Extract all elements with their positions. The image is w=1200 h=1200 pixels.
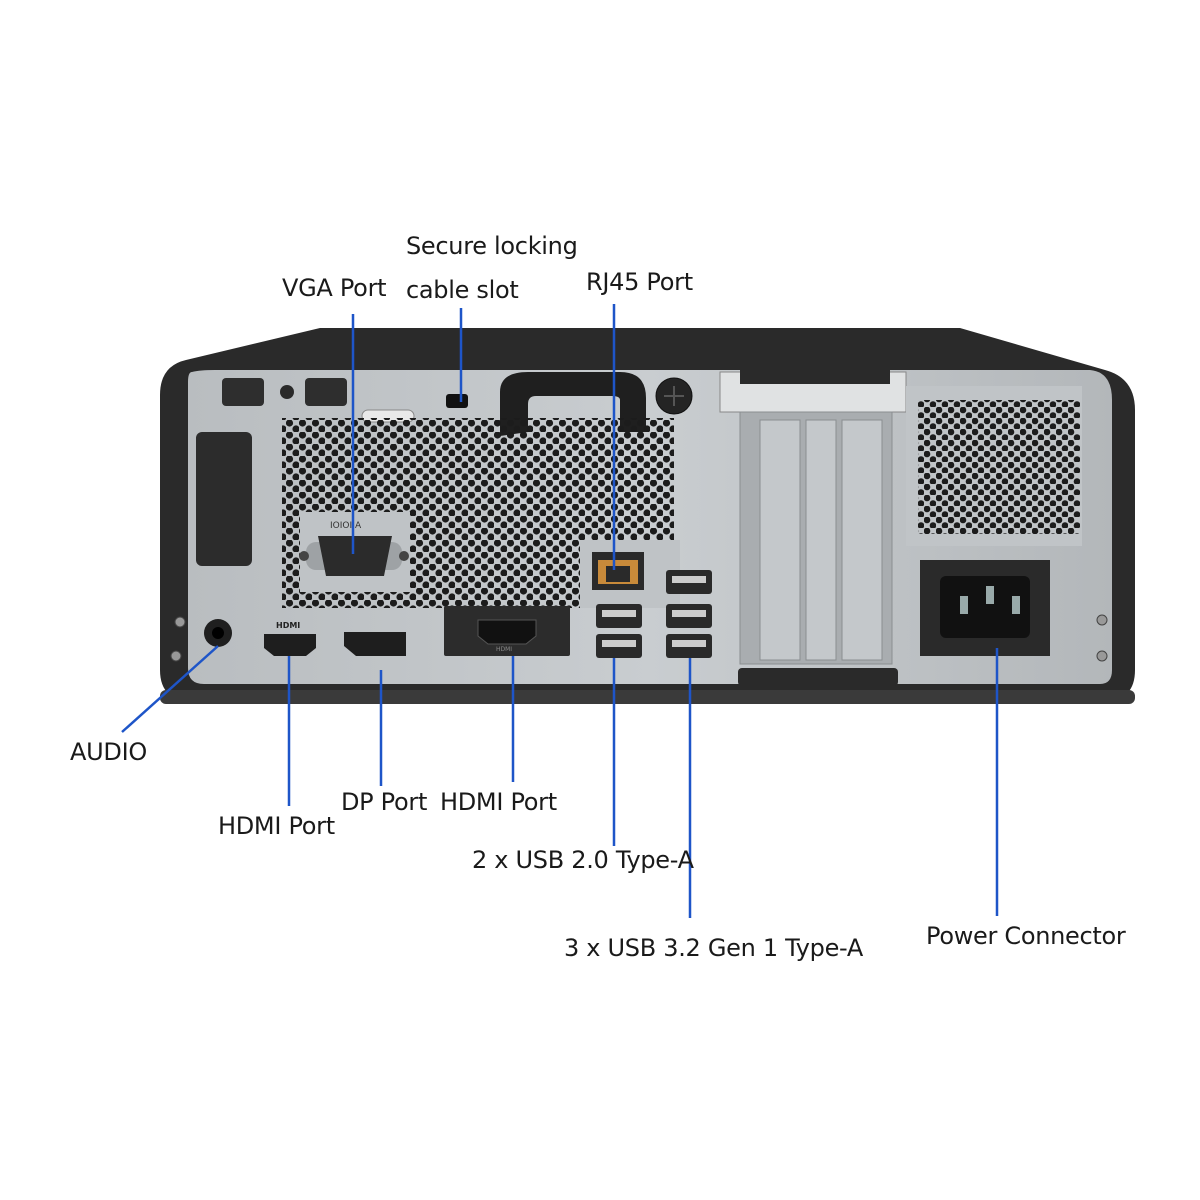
vga-port: IOIOI A	[299, 521, 409, 576]
usb-ports	[596, 570, 712, 658]
vga-label: VGA Port	[282, 274, 387, 302]
hdmi-port-left: HDMI	[264, 621, 316, 656]
screw-icon	[1096, 650, 1108, 662]
leader-lines	[121, 304, 999, 918]
hdmi-center-label: HDMI Port	[440, 788, 557, 816]
dp-port	[344, 632, 406, 656]
power-label: Power Connector	[926, 922, 1126, 950]
screw-icon	[174, 616, 186, 628]
secure-lock-label-line2: cable slot	[406, 276, 519, 304]
hdmi-port-center: HDMI	[444, 606, 570, 656]
rj45-label: RJ45 Port	[586, 268, 693, 296]
blank-cover-2	[305, 378, 347, 406]
hdmi-marking: HDMI	[276, 621, 300, 630]
hdmi-left-label: HDMI Port	[218, 812, 335, 840]
blank-cover-1	[222, 378, 264, 406]
screw-icon	[170, 650, 182, 662]
secure-lock-label-line1: Secure locking	[406, 232, 578, 260]
small-port-icon	[280, 385, 294, 399]
screw-icon	[1096, 614, 1108, 626]
vga-marking: IOIOI A	[330, 521, 362, 531]
expansion-slots	[719, 366, 907, 686]
padlock-loop	[500, 372, 646, 436]
usb3-label: 3 x USB 3.2 Gen 1 Type-A	[564, 934, 863, 962]
psu-fan-grille	[918, 400, 1080, 534]
secure-lock-slot	[446, 394, 468, 408]
rj45-port	[592, 552, 644, 590]
side-latch	[196, 432, 252, 566]
hdmi-plate-marking: HDMI	[496, 646, 512, 653]
audio-jack	[204, 619, 232, 647]
audio-label: AUDIO	[70, 738, 147, 766]
leader-audio	[121, 645, 219, 733]
psu	[906, 386, 1082, 656]
dp-label: DP Port	[341, 788, 428, 816]
usb2-label: 2 x USB 2.0 Type-A	[472, 846, 694, 874]
